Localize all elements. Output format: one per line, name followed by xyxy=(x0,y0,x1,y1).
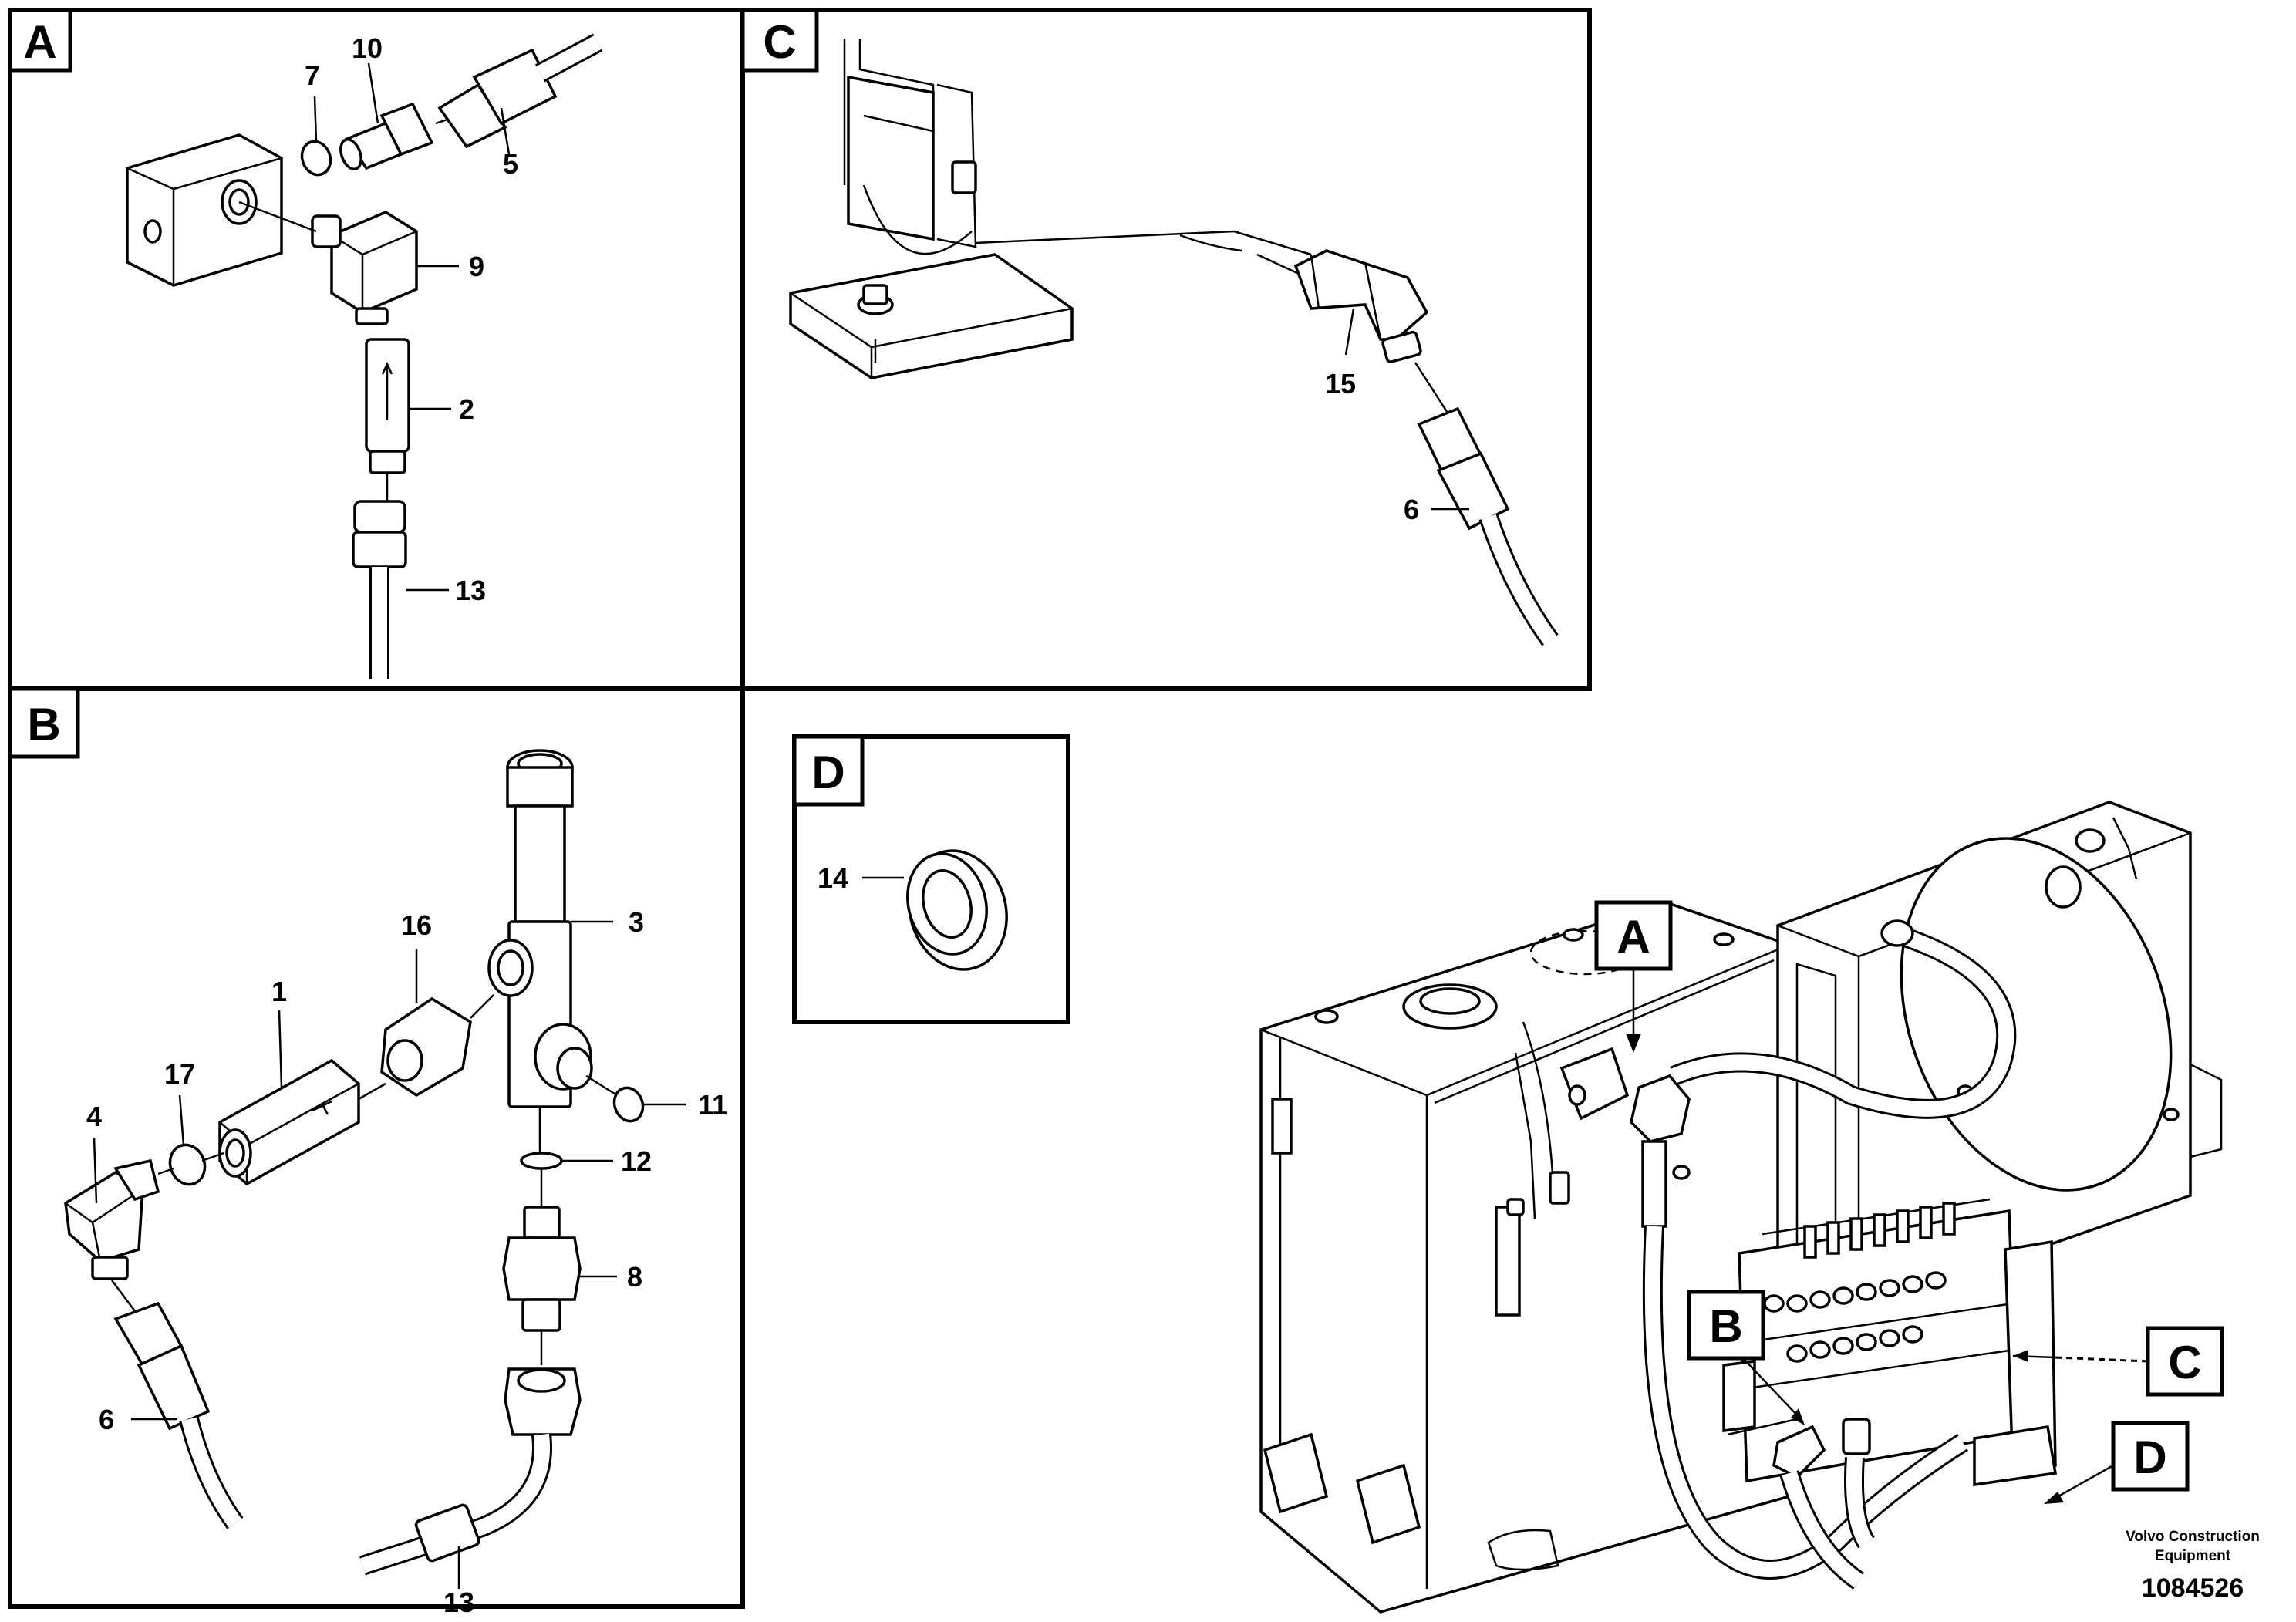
panel-a-tag-box xyxy=(8,8,72,73)
washer-14 xyxy=(906,849,1008,971)
panel-d: D 14 xyxy=(792,734,1070,1024)
label-c-6: 6 xyxy=(1404,494,1419,525)
label-a-13: 13 xyxy=(455,575,486,606)
panel-c-frame xyxy=(740,8,1592,691)
callout-a: A xyxy=(1594,900,1673,1053)
line-filter-1 xyxy=(218,1058,360,1186)
panel-c-tag-box xyxy=(740,8,819,73)
panel-c-tag: C xyxy=(763,16,796,68)
hose-fitting-5 xyxy=(437,33,603,149)
radiator-bracket xyxy=(789,39,1312,379)
elbow-fitting-4 xyxy=(64,1158,160,1280)
label-b-3: 3 xyxy=(629,906,644,938)
label-a-7: 7 xyxy=(305,59,320,91)
label-b-11: 11 xyxy=(698,1089,727,1121)
hose-fitting-13 xyxy=(352,500,407,679)
nipple-8 xyxy=(502,1206,582,1332)
figure-number: 1084526 xyxy=(2142,1573,2244,1603)
callout-b-tag: B xyxy=(1709,1300,1742,1352)
hose-fitting-6-b xyxy=(113,1301,244,1529)
elbow-fitting-9 xyxy=(311,211,418,325)
panel-b: B xyxy=(8,686,745,1618)
label-b-1: 1 xyxy=(271,976,287,1007)
callout-c-tag: C xyxy=(2168,1337,2201,1388)
adapter-16 xyxy=(380,996,472,1098)
panel-b-tag: B xyxy=(27,699,60,750)
label-b-13: 13 xyxy=(443,1587,474,1618)
panel-b-frame xyxy=(8,686,745,1609)
hose-fitting-6-c xyxy=(1417,406,1559,646)
o-ring-12 xyxy=(520,1152,563,1170)
adapter-10 xyxy=(339,102,434,170)
credit-line-2: Equipment xyxy=(2155,1548,2231,1564)
o-ring-7 xyxy=(300,140,332,177)
panel-b-tag-box xyxy=(8,686,80,759)
hydraulic-tank xyxy=(1259,901,1791,1614)
control-valve xyxy=(1722,1198,2058,1487)
panel-d-tag-box xyxy=(792,734,865,807)
callout-a-tag: A xyxy=(1617,911,1650,963)
panel-d-tag: D xyxy=(811,747,845,798)
label-a-2: 2 xyxy=(459,393,474,425)
callout-d-tag: D xyxy=(2133,1431,2166,1483)
callout-c: C xyxy=(2012,1326,2224,1397)
tee-fitting-3 xyxy=(487,749,593,1108)
panel-a-tag: A xyxy=(23,16,56,68)
credit-block: Volvo Construction Equipment 1084526 xyxy=(2126,1529,2260,1603)
hose-fitting-13-b xyxy=(359,1367,582,1576)
label-b-17: 17 xyxy=(164,1058,195,1090)
label-b-4: 4 xyxy=(86,1101,102,1132)
panel-a: A xyxy=(8,8,745,691)
label-a-5: 5 xyxy=(503,148,518,180)
label-b-12: 12 xyxy=(621,1145,652,1177)
elbow-fitting-15 xyxy=(1293,249,1429,363)
callout-d: D xyxy=(2044,1421,2190,1504)
label-a-10: 10 xyxy=(352,32,383,64)
label-b-16: 16 xyxy=(401,909,432,941)
o-ring-11 xyxy=(612,1086,645,1123)
panel-c: C xyxy=(740,8,1592,691)
label-a-9: 9 xyxy=(469,251,484,282)
label-b-6: 6 xyxy=(99,1404,114,1435)
overview-hoses xyxy=(1559,919,2017,1590)
label-c-15: 15 xyxy=(1325,368,1356,400)
o-ring-17 xyxy=(168,1143,207,1186)
check-valve-2 xyxy=(365,338,410,474)
credit-line-1: Volvo Construction xyxy=(2126,1529,2260,1545)
panel-d-frame xyxy=(792,734,1070,1024)
label-b-8: 8 xyxy=(627,1261,642,1293)
callout-b: B xyxy=(1687,1290,1805,1425)
overview-drawing: A B C D xyxy=(1259,801,2224,1614)
label-d-14: 14 xyxy=(818,862,848,894)
